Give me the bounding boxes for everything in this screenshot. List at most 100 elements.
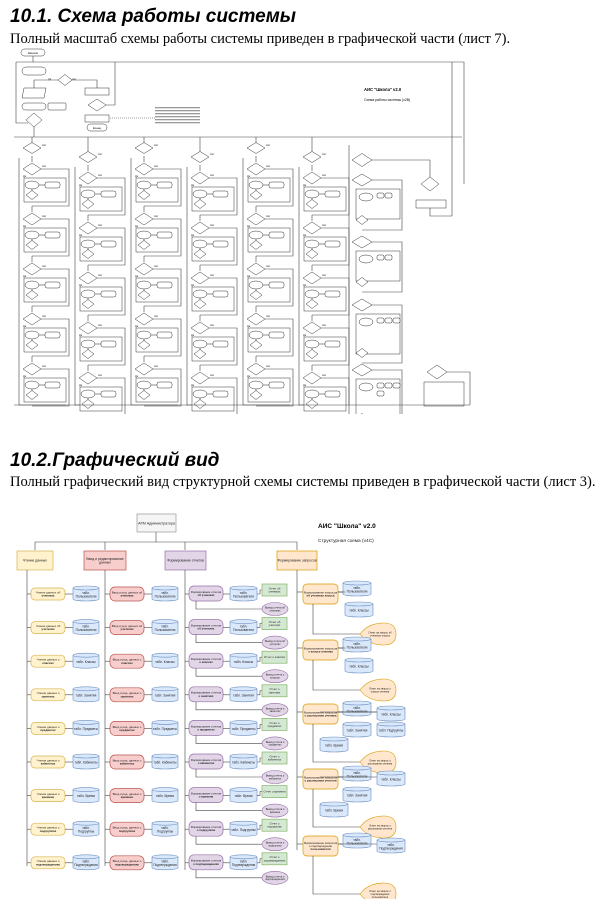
table-ref bbox=[212, 290, 229, 298]
connector bbox=[257, 858, 262, 864]
table-ref bbox=[212, 190, 229, 198]
decision bbox=[246, 312, 266, 326]
branch-label: Нет bbox=[322, 223, 327, 227]
report-node bbox=[188, 787, 224, 803]
edit-table-label: табл.Пользователи bbox=[155, 624, 176, 632]
read-table-label: табл.Пользователи bbox=[76, 624, 97, 632]
report-output bbox=[261, 818, 288, 832]
query-table-label: табл. Время bbox=[325, 744, 343, 748]
query-table-label: табл. Классы bbox=[381, 713, 401, 717]
query-table-label: табл.Пользователи bbox=[347, 642, 368, 650]
query-table bbox=[319, 736, 349, 753]
decision bbox=[193, 199, 207, 209]
process-oval bbox=[304, 189, 320, 199]
decision bbox=[134, 142, 154, 154]
branch-label: Да bbox=[48, 77, 52, 81]
query-table-label: табл. Занятия bbox=[347, 794, 368, 798]
branch-label: Нет bbox=[98, 323, 103, 327]
report-table bbox=[229, 854, 258, 871]
branch-label: Нет bbox=[98, 173, 103, 177]
edit-table-label: табл. Предметы bbox=[153, 727, 177, 731]
report-output bbox=[261, 852, 288, 866]
process-oval bbox=[192, 289, 208, 299]
edit-table bbox=[151, 585, 179, 602]
connector bbox=[32, 368, 70, 407]
read-table bbox=[72, 787, 100, 803]
connector bbox=[195, 802, 263, 811]
decision bbox=[302, 151, 322, 163]
branch-label: Да bbox=[23, 274, 27, 278]
connector bbox=[144, 218, 182, 257]
branch-label: Да bbox=[191, 333, 195, 337]
decision bbox=[22, 262, 42, 276]
branch-label: Да bbox=[247, 174, 251, 178]
branch-label: Да bbox=[79, 333, 83, 337]
branch-label: Нет bbox=[72, 77, 77, 81]
branch-label: Да bbox=[247, 224, 251, 228]
report-output bbox=[261, 751, 288, 765]
decision bbox=[134, 162, 154, 176]
branch-label: Нет bbox=[322, 152, 327, 156]
branch-label: Да bbox=[79, 383, 83, 387]
table-ref bbox=[212, 390, 229, 398]
process-oval bbox=[304, 289, 320, 299]
connector bbox=[106, 62, 116, 106]
decision bbox=[351, 298, 373, 312]
process-oval bbox=[358, 254, 374, 264]
table-ref bbox=[44, 231, 61, 239]
table-ref bbox=[212, 240, 229, 248]
root-node-label: АРМ Администратора bbox=[138, 521, 175, 525]
decision bbox=[137, 240, 151, 250]
query-table-label: табл. Подгруппы bbox=[379, 729, 404, 733]
read-table-label: табл. Кабинеты bbox=[75, 761, 99, 765]
report-table bbox=[229, 787, 258, 803]
branch-label: Нет bbox=[42, 314, 47, 318]
decision bbox=[190, 271, 210, 285]
table-ref bbox=[392, 317, 401, 324]
query-table bbox=[376, 770, 406, 787]
connector bbox=[32, 168, 70, 207]
note-text-line bbox=[155, 119, 200, 121]
edit-table bbox=[151, 753, 179, 770]
connector bbox=[32, 218, 70, 257]
decision bbox=[78, 271, 98, 285]
decision bbox=[305, 349, 319, 359]
connector bbox=[32, 318, 70, 357]
connector bbox=[15, 62, 28, 124]
decision bbox=[193, 399, 207, 409]
decision bbox=[137, 290, 151, 300]
branch-label: Да bbox=[135, 324, 139, 328]
column-head-3-label: Формирование отчетов bbox=[167, 559, 204, 563]
report-table bbox=[229, 686, 258, 703]
table-ref bbox=[384, 317, 393, 324]
decision bbox=[22, 362, 42, 376]
note-text-line bbox=[155, 110, 200, 112]
query-table-label: табл. Занятия bbox=[347, 729, 368, 733]
process-oval bbox=[80, 339, 96, 349]
table-ref bbox=[100, 240, 117, 248]
decision bbox=[302, 221, 322, 235]
branch-label: Нет bbox=[266, 164, 271, 168]
connector bbox=[88, 177, 126, 216]
report-node bbox=[188, 820, 224, 837]
decision bbox=[246, 262, 266, 276]
decision bbox=[137, 190, 151, 200]
branch-label: Да bbox=[135, 224, 139, 228]
table-ref bbox=[324, 240, 341, 248]
table-ref bbox=[268, 281, 285, 289]
report-table bbox=[229, 652, 258, 669]
connector bbox=[372, 369, 403, 414]
report-output bbox=[261, 718, 288, 731]
report-table-label: табл. Кабинеты bbox=[232, 761, 256, 765]
table-ref bbox=[44, 331, 61, 339]
